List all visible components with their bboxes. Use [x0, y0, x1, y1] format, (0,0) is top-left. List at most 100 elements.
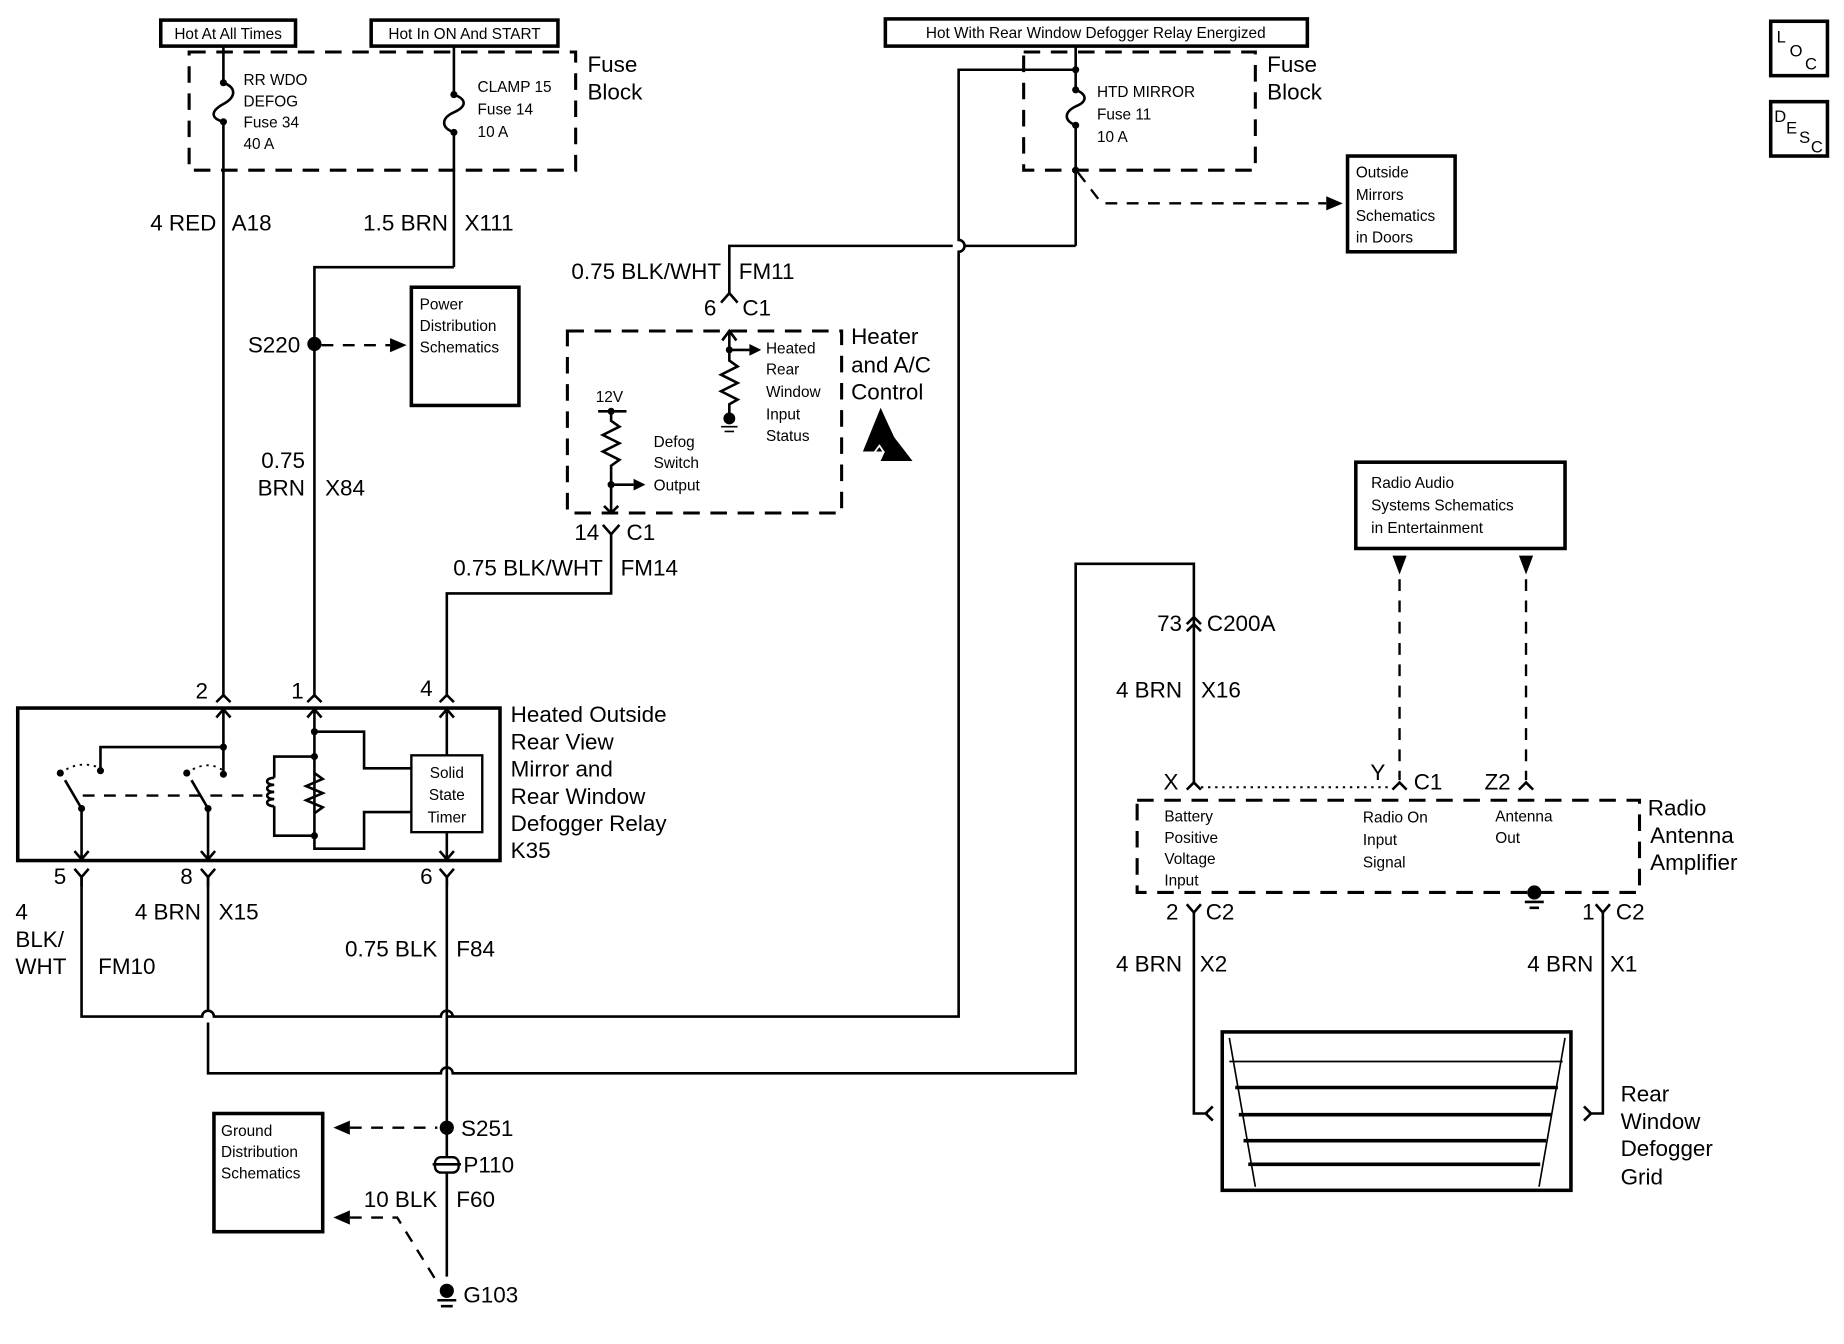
desc-button[interactable]: D E S C: [1768, 99, 1830, 158]
hvac-pin-14: 14: [574, 520, 599, 545]
loc-button[interactable]: L O C: [1768, 19, 1830, 78]
amp-pin-z2: Z2: [1484, 770, 1510, 795]
wire-x1-gauge: 4 BRN: [1527, 952, 1593, 977]
svg-text:Schematics: Schematics: [221, 1166, 301, 1183]
wire-fm10: [80, 877, 455, 1018]
ground-distribution-ref[interactable]: Ground Distribution Schematics: [212, 1111, 325, 1234]
connector-c1-pin6-icon: [720, 291, 739, 304]
wire-x84-gauge-1: 0.75: [261, 448, 305, 473]
wire-fm14-gauge: 0.75 BLK/WHT: [453, 556, 603, 581]
svg-text:Ground: Ground: [221, 1123, 272, 1140]
wire-fm10-gauge-3: WHT: [15, 954, 66, 979]
radio-antenna-amplifier[interactable]: Radio Antenna Amplifier Battery Positive…: [1135, 796, 1738, 910]
wire-x2-id: X2: [1200, 952, 1227, 977]
radio-audio-ref[interactable]: Radio Audio Systems Schematics in Entert…: [1354, 460, 1567, 551]
fuse-11-name: HTD MIRROR: [1097, 84, 1195, 101]
fuse-11-rating: 10 A: [1097, 129, 1129, 146]
svg-text:Mirror and: Mirror and: [511, 757, 613, 782]
splice-s220[interactable]: [307, 336, 322, 352]
svg-text:Solid: Solid: [430, 765, 464, 782]
coil-icon: [265, 776, 275, 808]
fuse-block-left: Fuse Block: [187, 50, 643, 172]
ground-icon: [1524, 885, 1544, 910]
wire-x16-gauge: 4 BRN: [1116, 677, 1182, 702]
fuse-34-name-2: DEFOG: [244, 93, 299, 110]
ground-icon: [723, 412, 736, 425]
svg-text:Input: Input: [1363, 832, 1398, 849]
relay-pin-8: 8: [180, 864, 192, 889]
svg-text:Hot With Rear Window Defogger: Hot With Rear Window Defogger Relay Ener…: [926, 25, 1266, 42]
arrow-icon: [1392, 555, 1407, 575]
connector-p110-label: P110: [463, 1153, 514, 1178]
fuse-block-right: Fuse Block: [1022, 50, 1323, 172]
svg-text:Amplifier: Amplifier: [1650, 850, 1738, 875]
wire-x111-gauge: 1.5 BRN: [363, 211, 448, 236]
amp-pin-x: X: [1164, 770, 1179, 795]
fuse-14[interactable]: CLAMP 15 Fuse 14 10 A: [442, 46, 552, 268]
amp-pin-2: 2: [1166, 900, 1178, 925]
svg-text:Defogger: Defogger: [1621, 1136, 1714, 1161]
wire-x15-x16: [206, 562, 1196, 1075]
c200a-pin-73: 73: [1157, 611, 1182, 636]
connector-c200a-icon: [1185, 615, 1202, 633]
wire-fm11-gauge: 0.75 BLK/WHT: [571, 259, 721, 284]
svg-text:in Doors: in Doors: [1356, 229, 1414, 246]
splice-s220-label: S220: [248, 332, 300, 357]
wire-x111-id: X111: [465, 211, 514, 236]
amp-pin-y: Y: [1370, 760, 1385, 785]
svg-text:Radio On: Radio On: [1363, 810, 1428, 827]
desc-letter-e: E: [1786, 119, 1797, 138]
desc-letter-s: S: [1799, 128, 1810, 147]
outside-mirrors-ref[interactable]: Outside Mirrors Schematics in Doors: [1345, 154, 1457, 254]
svg-text:Schematics: Schematics: [420, 339, 500, 356]
wire-x2: [1192, 922, 1209, 1115]
svg-text:Antenna: Antenna: [1650, 823, 1734, 848]
arrow-icon: [1518, 555, 1534, 575]
svg-text:Heated Outside: Heated Outside: [511, 702, 667, 727]
relay-pin-5: 5: [54, 864, 66, 889]
heater-ac-control[interactable]: Heater and A/C Control Heated Rear Windo…: [565, 324, 931, 515]
hot-relay-energized-label: Hot With Rear Window Defogger Relay Ener…: [883, 17, 1310, 48]
arrow-icon: [1326, 196, 1343, 211]
svg-text:Fuse: Fuse: [587, 52, 637, 77]
amp-pin-1: 1: [1582, 900, 1594, 925]
loc-letter-l: L: [1777, 28, 1786, 47]
amp-conn-c2-right: C2: [1616, 900, 1645, 925]
svg-text:Distribution: Distribution: [221, 1144, 298, 1161]
svg-text:Voltage: Voltage: [1164, 851, 1215, 868]
svg-text:Defogger Relay: Defogger Relay: [511, 811, 668, 836]
fuse-11[interactable]: HTD MIRROR Fuse 11 10 A: [1065, 46, 1195, 246]
svg-text:Output: Output: [654, 478, 701, 495]
hvac-pin-6: 6: [704, 296, 716, 321]
wire-x84-gauge-2: BRN: [258, 475, 305, 500]
arrow-icon: [333, 1210, 350, 1225]
svg-text:Grid: Grid: [1621, 1164, 1663, 1189]
wire-fm10-gauge-2: BLK/: [15, 927, 64, 952]
power-distribution-ref[interactable]: Power Distribution Schematics: [409, 285, 521, 408]
amp-conn-c2-left: C2: [1206, 900, 1235, 925]
splice-s251[interactable]: [439, 1120, 454, 1135]
wire-fm10-gauge-1: 4: [15, 900, 27, 925]
svg-text:Window: Window: [766, 384, 822, 401]
fuse-11-number: Fuse 11: [1097, 106, 1151, 123]
svg-text:Systems Schematics: Systems Schematics: [1371, 498, 1514, 515]
wire-x111: [313, 265, 454, 698]
loc-letter-o: O: [1790, 42, 1803, 61]
wire-a18-id: A18: [232, 211, 272, 236]
connector-p110[interactable]: [432, 1156, 461, 1174]
rear-window-defogger-grid[interactable]: Rear Window Defogger Grid: [1220, 1030, 1714, 1193]
svg-text:Fuse: Fuse: [1267, 52, 1317, 77]
svg-text:Positive: Positive: [1164, 830, 1218, 847]
ground-g103-icon[interactable]: [437, 1283, 457, 1308]
wire-fm11-id: FM11: [739, 259, 795, 284]
fuse-34[interactable]: RR WDO DEFOG Fuse 34 40 A: [212, 46, 308, 698]
relay-k35[interactable]: Heated Outside Rear View Mirror and Rear…: [15, 702, 668, 863]
wire-x15-id: X15: [219, 900, 259, 925]
svg-text:Battery: Battery: [1164, 809, 1213, 826]
svg-text:K35: K35: [511, 838, 551, 863]
svg-text:Input: Input: [766, 407, 801, 424]
wire-fm14-id: FM14: [621, 556, 678, 581]
desc-letter-d: D: [1774, 107, 1786, 126]
wire-x2-gauge: 4 BRN: [1116, 952, 1182, 977]
wire-x84-id: X84: [325, 475, 365, 500]
